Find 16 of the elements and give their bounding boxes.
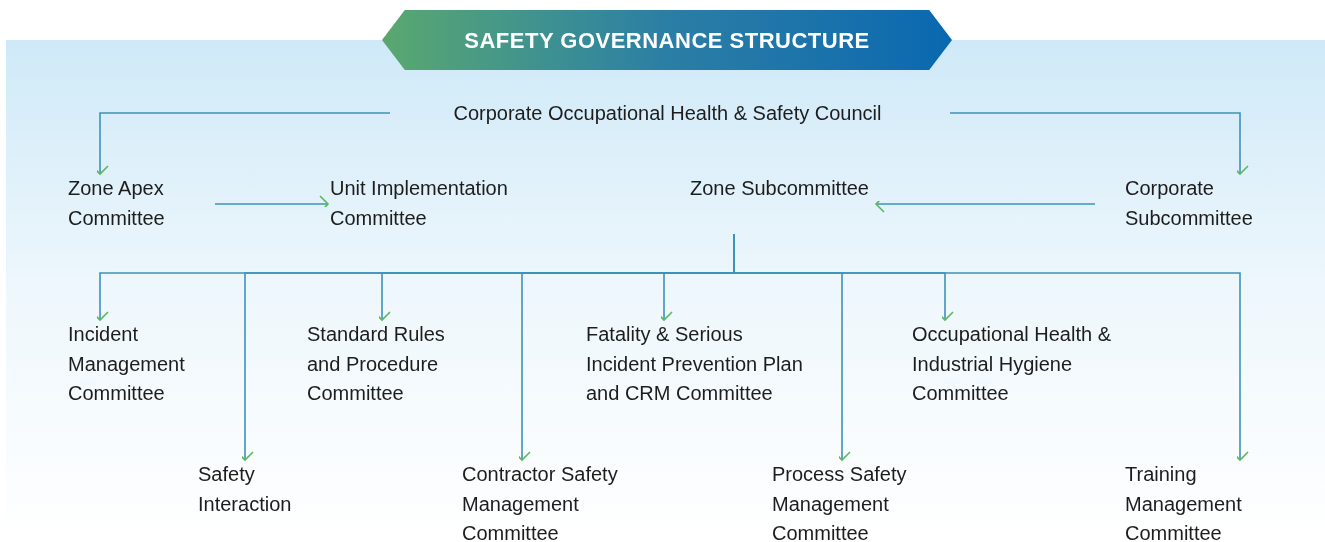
committee-label: Corporate Occupational Health & Safety Council [452, 101, 883, 126]
committee-label: Fatality & Serious Incident Prevention Plan and CRM Committee [586, 322, 804, 406]
committee-label: Zone Apex Committee [68, 176, 166, 231]
committee-label: Training Management Committee [1125, 462, 1243, 542]
committee-label: Standard Rules and Procedure Committee [307, 322, 446, 406]
committee-label: Safety Interaction [198, 462, 293, 517]
committee-label: Zone Subcommittee [690, 176, 870, 201]
connector-arrow [733, 233, 1249, 461]
committee-label: Contractor Safety Management Committee [462, 462, 619, 542]
title-banner: SAFETY GOVERNANCE STRUCTURE [382, 10, 952, 70]
committee-label: Process Safety Management Committee [772, 462, 908, 542]
committee-label: Corporate Subcommittee [1125, 176, 1254, 231]
committee-label: Incident Management Committee [68, 322, 186, 406]
connector-arrow [949, 112, 1249, 175]
committee-label: Unit Implementation Committee [330, 176, 509, 231]
committee-label: Occupational Health & Industrial Hygiene Committee [912, 322, 1112, 406]
